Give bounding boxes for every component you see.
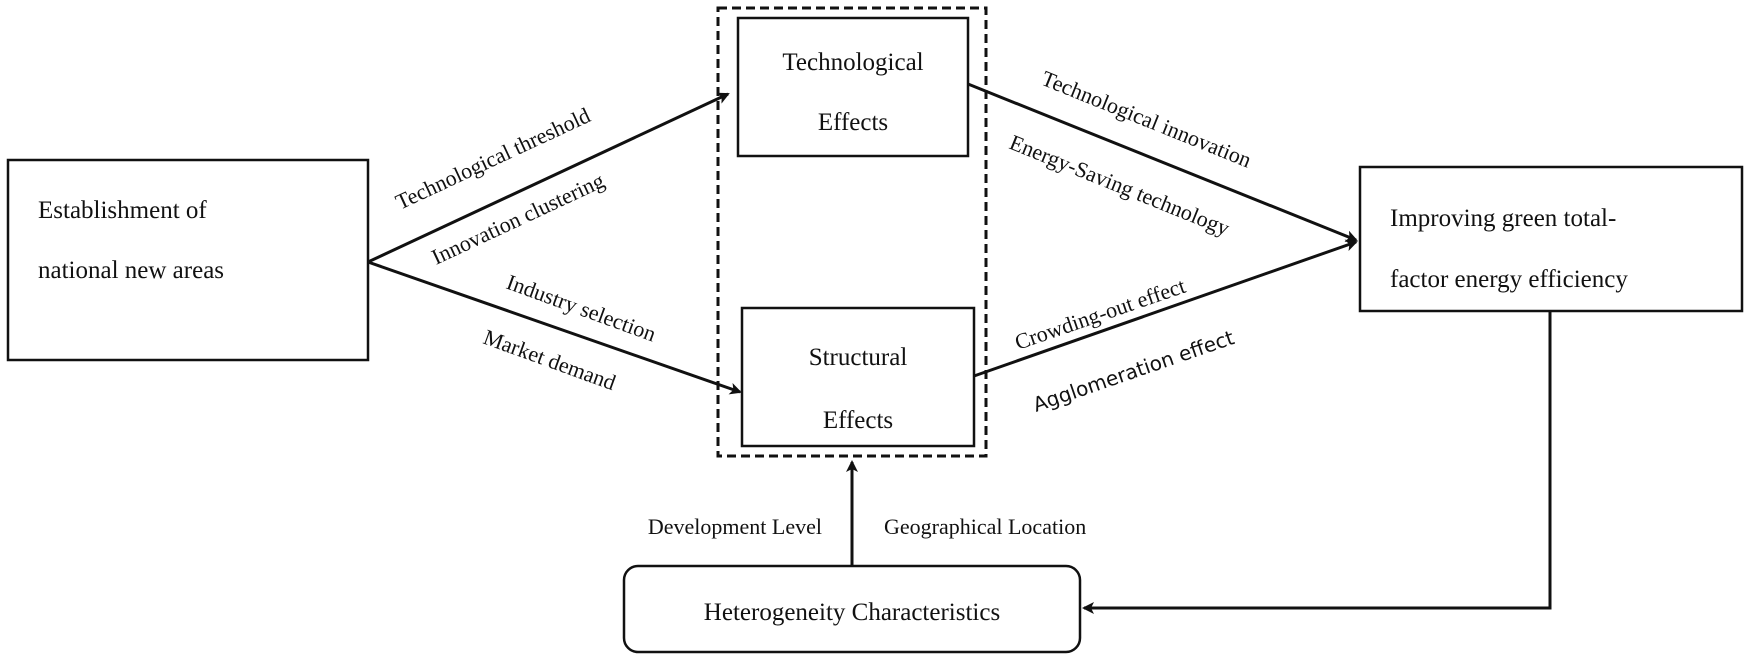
label-industry-selection: Industry selection xyxy=(503,269,659,346)
technological-effects-line1: Technological xyxy=(782,49,923,76)
establishment-node: Establishment of national new areas xyxy=(6,158,370,362)
technological-effects-node: Technological Effects xyxy=(736,16,970,158)
structural-effects-line1: Structural xyxy=(809,344,908,371)
arrow-establishment-to-technological xyxy=(367,92,730,264)
improving-efficiency-node: Improving green total- factor energy eff… xyxy=(1358,165,1744,313)
arrow-establishment-to-structural xyxy=(367,260,742,395)
technological-effects-line2: Effects xyxy=(818,109,888,136)
establishment-line2: national new areas xyxy=(38,257,224,284)
arrow-improving-feedback-to-heterogeneity xyxy=(1082,311,1552,614)
improving-efficiency-line2: factor energy efficiency xyxy=(1390,266,1628,293)
arrow-structural-to-improving xyxy=(973,239,1358,378)
label-geographical-location: Geographical Location xyxy=(884,514,1086,539)
label-crowding-out-effect: Crowding-out effect xyxy=(1011,273,1188,355)
heterogeneity-node: Heterogeneity Characteristics xyxy=(622,564,1082,654)
label-development-level: Development Level xyxy=(648,514,822,539)
heterogeneity-label: Heterogeneity Characteristics xyxy=(704,599,1000,626)
structural-effects-node: Structural Effects xyxy=(740,306,976,448)
structural-effects-line2: Effects xyxy=(823,407,893,434)
effects-group-dashed-box xyxy=(716,6,988,458)
arrow-technological-to-improving xyxy=(967,82,1358,242)
label-market-demand: Market demand xyxy=(480,324,619,395)
improving-efficiency-line1: Improving green total- xyxy=(1390,205,1616,232)
establishment-line1: Establishment of xyxy=(38,197,207,224)
